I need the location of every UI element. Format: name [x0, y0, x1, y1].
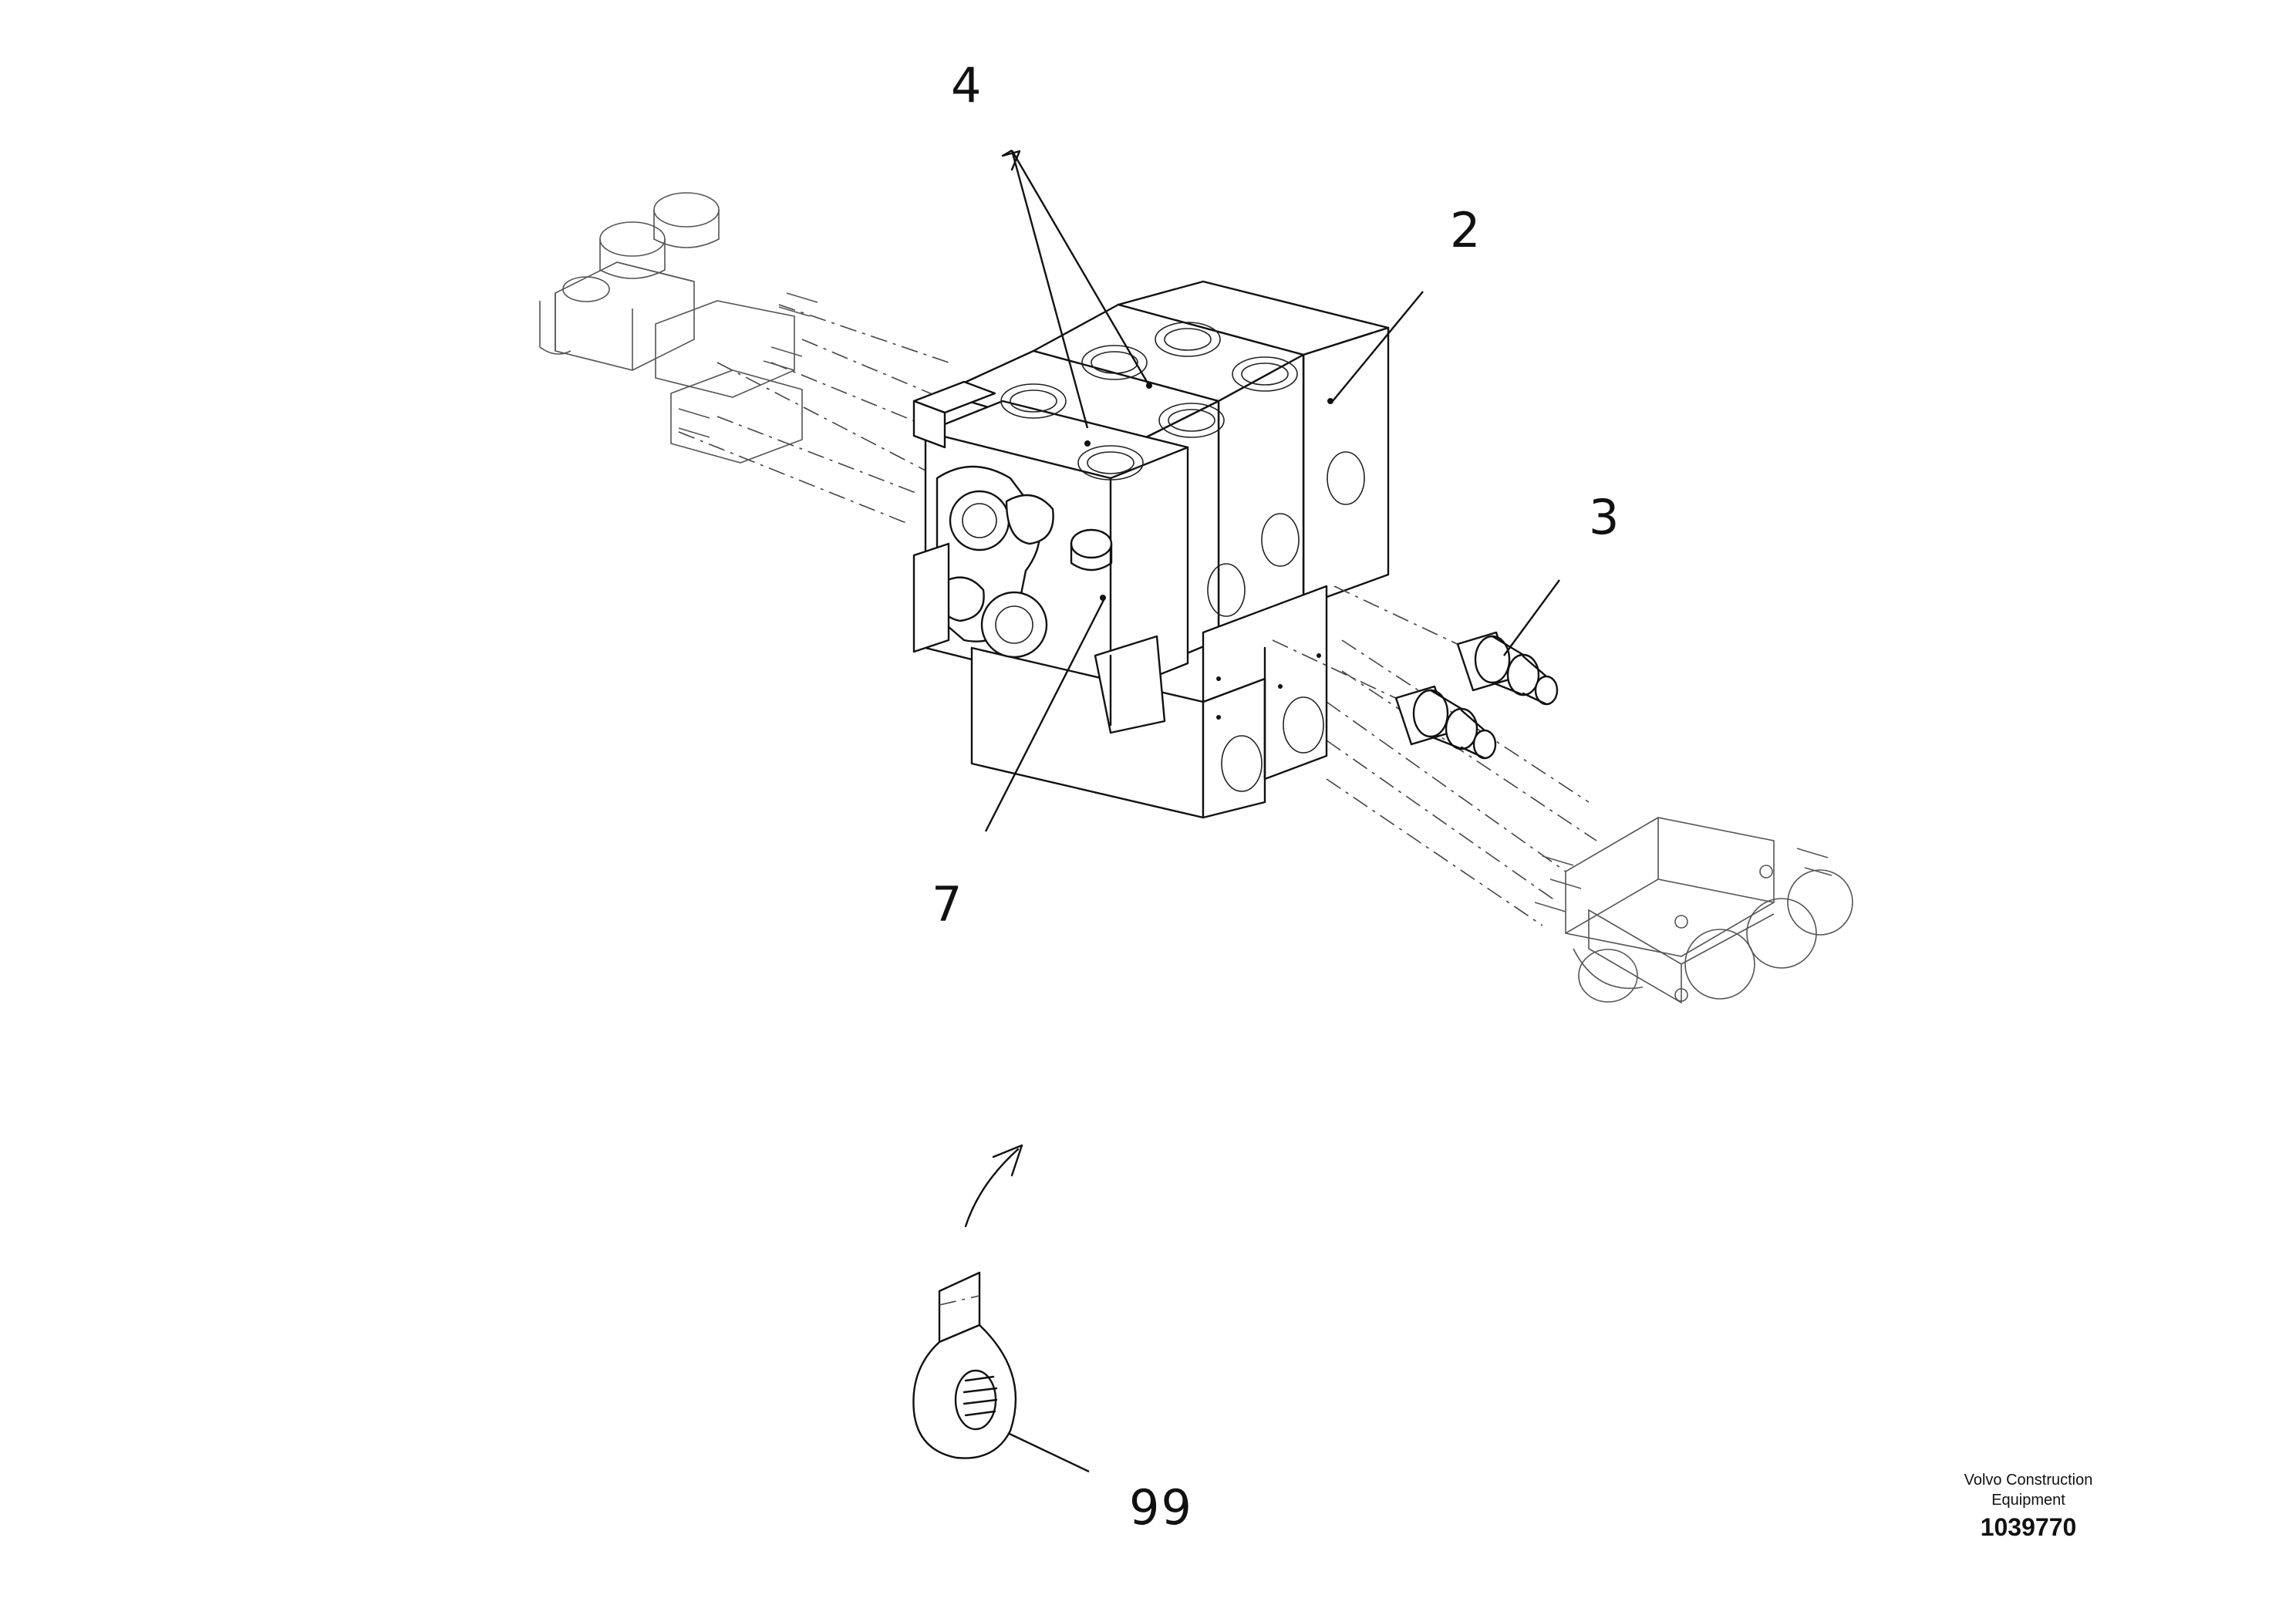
- callout-99: 99: [1129, 1479, 1193, 1536]
- valve-block: [912, 280, 1390, 819]
- part-99-tag: [912, 1271, 1017, 1459]
- callout-7: 7: [932, 876, 964, 932]
- left-solenoid-phantom: [539, 192, 949, 525]
- manufacturer-line-1: Volvo Construction: [1964, 1472, 2093, 1489]
- fitting-lower: [1272, 639, 1497, 760]
- callout-3: 3: [1589, 489, 1621, 545]
- fitting-upper: [1333, 585, 1559, 706]
- callout-2: 2: [1450, 202, 1482, 258]
- leader-lines: [984, 149, 1560, 1473]
- right-solenoid-phantom: [1326, 639, 1853, 1004]
- callout-4: 4: [951, 57, 983, 113]
- rotation-arrow: [964, 1144, 1023, 1228]
- manufacturer-line-2: Equipment: [1991, 1492, 2065, 1509]
- manufacturer-label: Volvo Construction Equipment: [1897, 1470, 2159, 1510]
- document-number: 1039770: [1980, 1513, 2077, 1541]
